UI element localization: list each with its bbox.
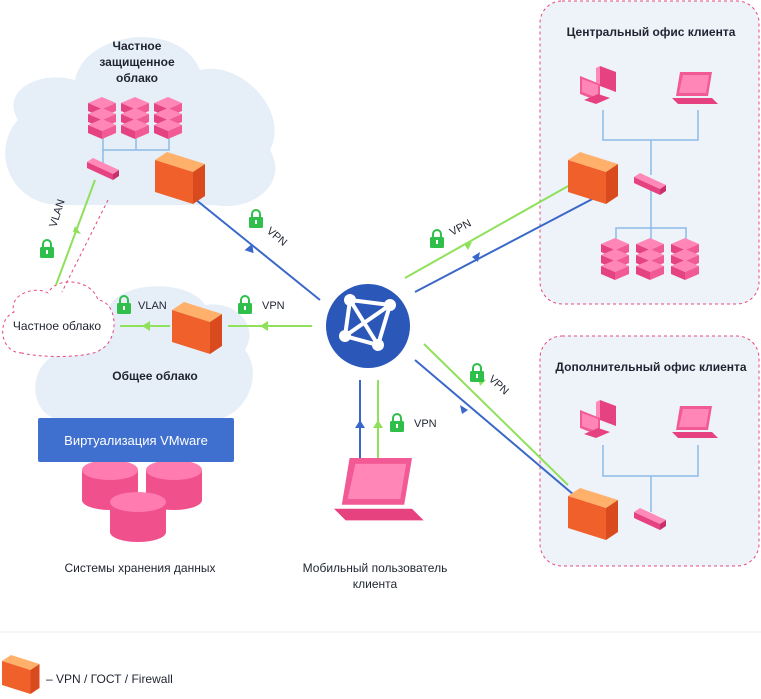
server-stack-icon — [671, 238, 699, 280]
central-office-label: Центральный офис клиента — [566, 25, 736, 39]
vmware-banner: Виртуализация VMware — [38, 418, 234, 462]
vlan-tag-mid: VLAN — [138, 300, 167, 312]
server-stack-icon — [121, 97, 149, 139]
lock-icon — [429, 229, 445, 249]
vpn-tag-central: VPN — [448, 217, 474, 238]
database-icon — [110, 492, 166, 542]
mobile-laptop-icon — [334, 458, 424, 521]
vpn-tag-mobile: VPN — [414, 418, 437, 430]
globe-icon — [326, 284, 410, 368]
storage-label: Системы хранения данных — [64, 561, 216, 575]
server-stack-icon — [88, 97, 116, 139]
additional-office-links — [602, 445, 699, 512]
vpn-tag-additional: VPN — [486, 373, 511, 397]
additional-office-label: Дополнительный офис клиента — [555, 360, 747, 374]
private-cloud — [2, 281, 115, 357]
server-stack-icon — [601, 238, 629, 280]
lock-icon — [237, 295, 253, 315]
private-protected-cloud-label: Частное защищенное облако — [99, 39, 175, 85]
server-stack-icon — [636, 238, 664, 280]
cloud-dashed-link — [61, 199, 109, 293]
blue-links — [189, 194, 601, 496]
legend-label: – VPN / ГОСТ / Firewall — [46, 672, 173, 686]
public-cloud-label: Общее облако — [112, 369, 198, 383]
vpn-tag-public: VPN — [262, 300, 285, 312]
lock-icon — [469, 363, 485, 383]
private-cloud-label: Частное облако — [12, 319, 102, 333]
legend-firewall-icon — [2, 655, 40, 694]
lock-icon — [248, 209, 264, 229]
vpn-tag-cloud: VPN — [264, 225, 289, 249]
central-office-links — [602, 110, 699, 240]
cloud-server-links — [102, 137, 170, 163]
lock-icon — [39, 239, 55, 259]
mobile-user-label: Мобильный пользователь клиента — [302, 561, 448, 591]
lock-icon — [389, 413, 405, 433]
server-stack-icon — [154, 97, 182, 139]
